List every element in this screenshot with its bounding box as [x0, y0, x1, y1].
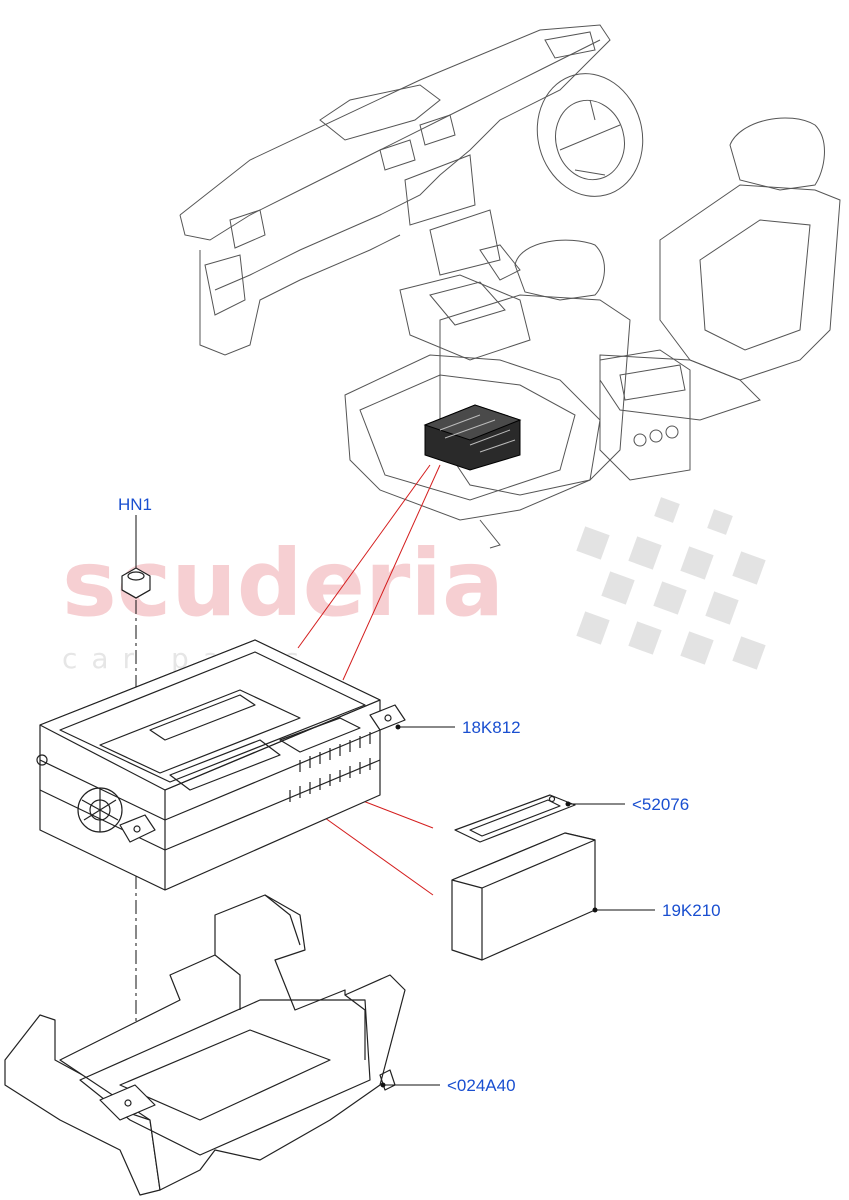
checker-flag-logo — [576, 497, 766, 670]
sub-module-block — [451, 832, 596, 961]
callout-18k812: 18K812 — [462, 718, 521, 737]
callout-024a40: <024A40 — [447, 1076, 516, 1095]
callout-leaders — [380, 724, 655, 1088]
main-module-unit — [36, 639, 406, 891]
module-location-highlight — [423, 404, 522, 471]
cover-plate-part — [454, 794, 576, 843]
callout-hn1: HN1 — [118, 495, 152, 514]
callout-52076: <52076 — [632, 795, 689, 814]
vehicle-interior-illustration — [179, 24, 841, 549]
hex-nut — [121, 515, 151, 599]
callout-19k210: 19K210 — [662, 901, 721, 920]
mounting-bracket — [4, 894, 406, 1196]
